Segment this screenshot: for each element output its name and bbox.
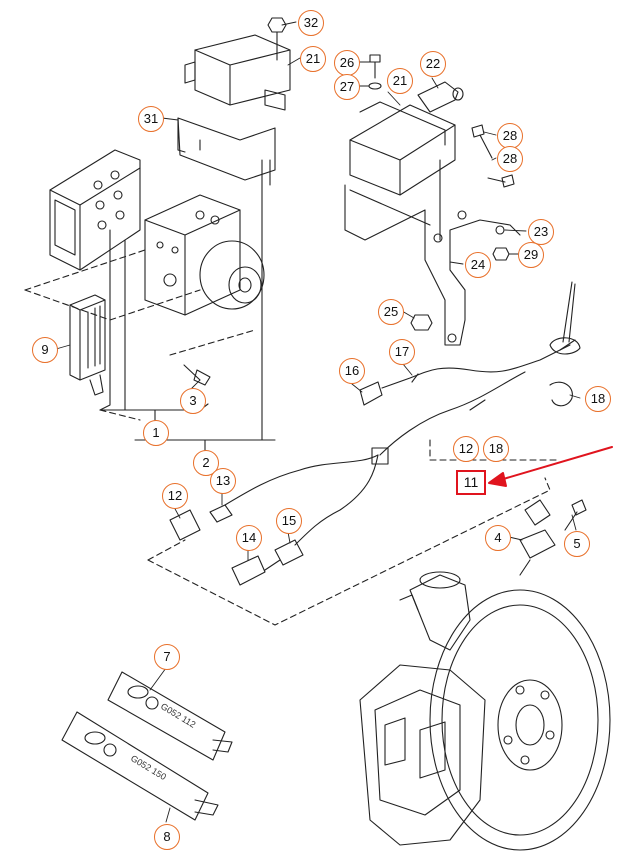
assembly-lines: [24, 249, 256, 421]
nut-25: [410, 314, 433, 331]
tube-7: [107, 671, 233, 761]
connector-9: [69, 294, 106, 396]
tube-8: [61, 711, 219, 821]
callout-12-connector: 12: [162, 483, 188, 509]
callout-28-lower: 28: [497, 146, 523, 172]
callout-23: 23: [528, 219, 554, 245]
callout-18-clip: 18: [585, 386, 611, 412]
control-module-21: [184, 34, 291, 111]
callout-28-upper: 28: [497, 123, 523, 149]
bolt-5: [564, 499, 587, 531]
tube-8-label: G052 150: [129, 753, 168, 782]
callout-14: 14: [236, 525, 262, 551]
callout-27: 27: [334, 74, 360, 100]
highlight-arrow: [488, 446, 613, 487]
callout-29: 29: [518, 242, 544, 268]
nut-29: [492, 247, 510, 261]
bolt-28a: [471, 124, 493, 159]
brake-caliper: [359, 664, 486, 846]
screw-26: [369, 54, 381, 79]
callout-18-harness: 18: [483, 436, 509, 462]
callout-31: 31: [138, 106, 164, 132]
callout-32: 32: [298, 10, 324, 36]
callout-26: 26: [334, 50, 360, 76]
callout-2: 2: [193, 450, 219, 476]
tube-7-label: G052 112: [159, 701, 197, 730]
bracket-assembly-24: [344, 101, 521, 346]
callout-21-upper: 21: [300, 46, 326, 72]
callout-1: 1: [143, 420, 169, 446]
callout-3: 3: [180, 388, 206, 414]
dashed-region: [147, 439, 561, 626]
callout-21-lower: 21: [387, 68, 413, 94]
screw-3: [183, 364, 211, 386]
washer-27: [368, 82, 382, 90]
brake-disc: [429, 589, 611, 851]
callout-16: 16: [339, 358, 365, 384]
highlighted-part-11: 11: [456, 470, 486, 495]
callout-13: 13: [210, 468, 236, 494]
callout-25: 25: [378, 299, 404, 325]
sensor-22: [417, 81, 464, 113]
sensor-cable-11: [359, 281, 581, 456]
bracket-31: [177, 117, 276, 186]
callout-7: 7: [154, 644, 180, 670]
callout-24: 24: [465, 252, 491, 278]
callout-8: 8: [154, 824, 180, 850]
bolt-28b: [487, 174, 515, 188]
callout-17: 17: [389, 339, 415, 365]
ecu-unit: [49, 149, 141, 271]
leader-lines: [55, 21, 581, 823]
nut-32: [267, 17, 287, 61]
front-harness: [169, 447, 389, 586]
hydraulic-unit: [144, 194, 265, 316]
callout-4: 4: [485, 525, 511, 551]
tube-labels: G052 112 G052 150: [129, 701, 197, 782]
callout-22: 22: [420, 51, 446, 77]
callout-5: 5: [564, 531, 590, 557]
callout-9: 9: [32, 337, 58, 363]
callout-15: 15: [276, 508, 302, 534]
callout-12-harness: 12: [453, 436, 479, 462]
clip-18: [549, 381, 573, 407]
wheel-sensor-4: [519, 499, 556, 576]
knuckle: [399, 571, 471, 651]
